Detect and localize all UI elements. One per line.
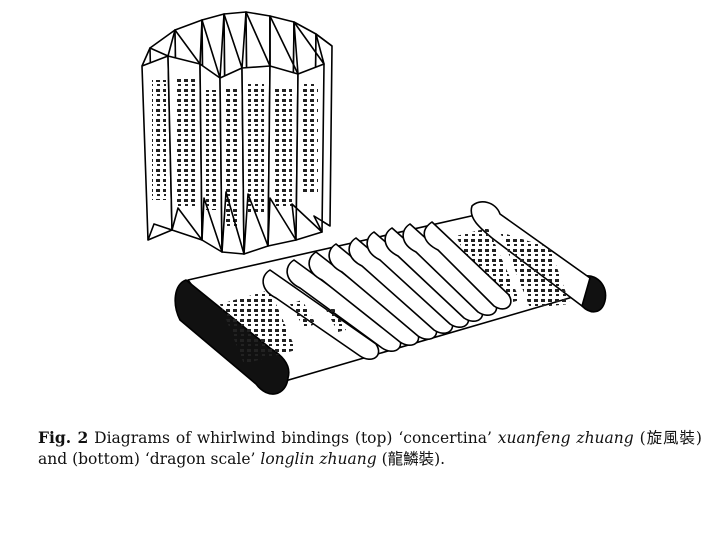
caption-text-3: (龍鱗裝). bbox=[376, 450, 446, 468]
dragon-scale-binding bbox=[174, 201, 607, 395]
caption-text-2: (旋風裝) and (bottom) ‘dragon scale’ bbox=[38, 429, 702, 468]
caption-term-xuanfeng: xuanfeng zhuang bbox=[497, 429, 634, 447]
figure-illustration bbox=[120, 8, 620, 408]
whirlwind-binding-diagram bbox=[141, 11, 607, 395]
caption-term-longlin: longlin zhuang bbox=[260, 450, 377, 468]
concertina-binding bbox=[141, 11, 333, 255]
caption-text-1: Diagrams of whirlwind bindings (top) ‘co… bbox=[94, 429, 498, 447]
figure-caption: Fig. 2 Diagrams of whirlwind bindings (t… bbox=[38, 427, 702, 470]
figure-label: Fig. 2 bbox=[38, 428, 89, 447]
